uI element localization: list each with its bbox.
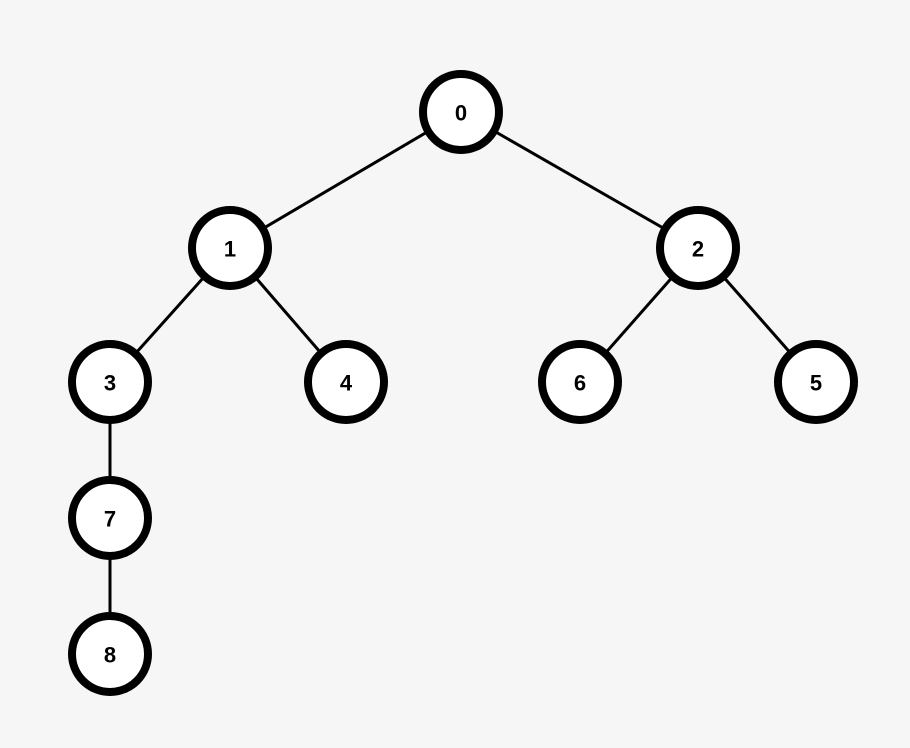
graph-node-circle-1[interactable]: [188, 206, 272, 290]
graph-node-circle-4[interactable]: [304, 340, 388, 424]
graph-node-8[interactable]: 8: [68, 612, 152, 696]
node-layer: 0 1 2 3 4 6 5 7 8: [68, 70, 858, 696]
graph-node-circle-7[interactable]: [68, 476, 152, 560]
graph-node-4[interactable]: 4: [304, 340, 388, 424]
graph-node-2[interactable]: 2: [656, 206, 740, 290]
graph-node-label-5: 5: [810, 371, 822, 396]
graph-node-circle-3[interactable]: [68, 340, 152, 424]
graph-node-7[interactable]: 7: [68, 476, 152, 560]
graph-node-1[interactable]: 1: [188, 206, 272, 290]
edge-layer: [108, 110, 818, 654]
graph-node-label-2: 2: [692, 237, 704, 262]
graph-node-circle-6[interactable]: [538, 340, 622, 424]
graph-edge-0-1: [229, 110, 462, 250]
graph-edge-0-2: [460, 110, 699, 250]
graph-node-6[interactable]: 6: [538, 340, 622, 424]
graph-node-circle-8[interactable]: [68, 612, 152, 696]
graph-node-label-4: 4: [340, 371, 353, 396]
graph-node-label-6: 6: [574, 371, 586, 396]
graph-node-label-7: 7: [104, 507, 116, 532]
graph-node-circle-2[interactable]: [656, 206, 740, 290]
graph-node-label-1: 1: [224, 237, 236, 262]
graph-node-5[interactable]: 5: [774, 340, 858, 424]
graph-node-label-8: 8: [104, 643, 116, 668]
graph-node-0[interactable]: 0: [419, 70, 503, 154]
graph-node-label-0: 0: [455, 101, 467, 126]
graph-node-circle-0[interactable]: [419, 70, 503, 154]
graph-node-label-3: 3: [104, 371, 116, 396]
graph-node-circle-5[interactable]: [774, 340, 858, 424]
graph-node-3[interactable]: 3: [68, 340, 152, 424]
